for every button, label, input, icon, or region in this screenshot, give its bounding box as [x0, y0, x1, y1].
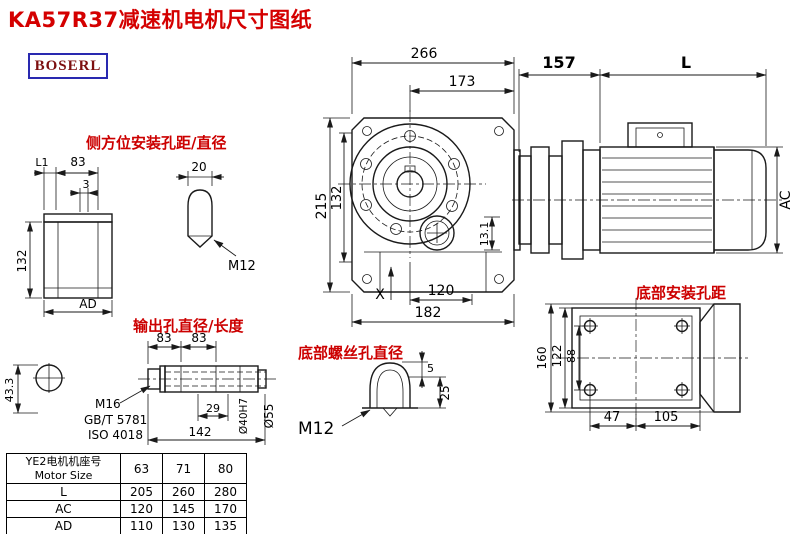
table-row: L 205 260 280 — [6, 483, 247, 501]
thread-m12-bottom: M12 — [298, 419, 334, 439]
brand-logo: BOSERL — [28, 53, 108, 79]
cell-ad-71: 130 — [162, 517, 205, 534]
bottom-mount-label: 底部安装孔距 — [636, 284, 727, 302]
dim-ad: AD — [79, 297, 96, 311]
row-label-ac: AC — [6, 500, 121, 518]
page-title: KA57R37减速机电机尺寸图纸 — [8, 8, 313, 32]
dim-132-side: 132 — [15, 250, 29, 273]
table-row: AD 110 130 135 — [6, 517, 247, 534]
dim-105: 105 — [654, 410, 679, 425]
output-hole-label: 输出孔直径/长度 — [133, 317, 244, 335]
dim-182: 182 — [415, 305, 442, 321]
row-label-ad: AD — [6, 517, 121, 534]
dim-3: 3 — [83, 178, 90, 191]
dim-l: L — [681, 53, 691, 72]
dim-160: 160 — [535, 347, 549, 370]
dim-ac: AC — [778, 190, 794, 209]
row-label-l: L — [6, 483, 121, 501]
dim-83-right: 83 — [191, 331, 206, 345]
bottom-mount-dimensions: 160 122 88 47 105 — [535, 303, 714, 431]
dim-132-front: 132 — [330, 186, 345, 211]
brand-logo-text: BOSERL — [34, 57, 102, 74]
side-hole-detail: 20 M12 — [176, 160, 256, 274]
bottom-screw-label: 底部螺丝孔直径 — [298, 344, 404, 362]
cell-l-63: 205 — [120, 483, 163, 501]
standard-iso: ISO 4018 — [88, 428, 143, 442]
table-row: AC 120 145 170 — [6, 500, 247, 518]
output-shaft-view: 43.3 — [3, 363, 278, 414]
cell-ac-80: 170 — [204, 500, 247, 518]
bottom-mount-view — [556, 298, 748, 420]
dim-29: 29 — [206, 402, 220, 415]
table-header-size-80: 80 — [204, 453, 247, 484]
cell-ac-71: 145 — [162, 500, 205, 518]
dim-47: 47 — [604, 410, 621, 425]
cell-ac-63: 120 — [120, 500, 163, 518]
side-view — [43, 213, 113, 299]
dim-l1: L1 — [35, 156, 48, 169]
dim-bore-40: Ø40H7 — [238, 398, 250, 434]
dim-88: 88 — [565, 349, 578, 363]
table-header-motor-size: YE2电机机座号 Motor Size — [6, 453, 121, 484]
dim-83-side: 83 — [70, 155, 85, 169]
standard-gb: GB/T 5781 — [84, 413, 147, 427]
dim-x: X — [375, 287, 385, 303]
table-header-size-63: 63 — [120, 453, 163, 484]
motor-size-table: YE2电机机座号 Motor Size 63 71 80 L 205 260 2… — [6, 453, 247, 534]
dim-83-left: 83 — [156, 331, 171, 345]
dim-20: 20 — [191, 160, 206, 174]
table-header-row: YE2电机机座号 Motor Size 63 71 80 — [6, 453, 247, 484]
cell-l-71: 260 — [162, 483, 205, 501]
dim-215: 215 — [314, 193, 330, 220]
dim-142: 142 — [189, 425, 212, 439]
thread-m12-side: M12 — [228, 259, 256, 274]
motor-view-dimensions: 157 L AC — [518, 53, 794, 254]
dim-13-1: 13.1 — [478, 222, 491, 247]
dim-122: 122 — [550, 345, 564, 368]
dim-5: 5 — [427, 362, 434, 375]
bottom-screw-detail: 5 25 M12 — [298, 351, 452, 439]
dim-120: 120 — [428, 283, 455, 299]
dim-bore-55: Ø55 — [262, 404, 276, 429]
motor-size-header-cn: YE2电机机座号 — [25, 454, 102, 468]
front-view — [338, 110, 521, 293]
cell-ad-80: 135 — [204, 517, 247, 534]
side-view-dimensions: L1 83 3 132 AD — [15, 155, 113, 317]
dim-266: 266 — [411, 46, 438, 62]
dim-173: 173 — [449, 74, 476, 90]
table-header-size-71: 71 — [162, 453, 205, 484]
motor-side-view — [512, 122, 784, 260]
dim-25: 25 — [438, 385, 452, 400]
dim-157: 157 — [542, 53, 575, 72]
cell-ad-63: 110 — [120, 517, 163, 534]
dim-43-3: 43.3 — [3, 378, 16, 403]
output-shaft-dimensions: 83 83 29 142 Ø40H7 Ø55 M16 GB/T 5781 ISO… — [84, 331, 276, 445]
motor-size-header-en: Motor Size — [34, 468, 93, 482]
thread-m16: M16 — [95, 397, 121, 411]
side-mount-label: 侧方位安装孔距/直径 — [86, 134, 227, 152]
cell-l-80: 280 — [204, 483, 247, 501]
front-view-dimensions: 266 173 215 132 13.1 X 120 182 — [314, 46, 515, 327]
